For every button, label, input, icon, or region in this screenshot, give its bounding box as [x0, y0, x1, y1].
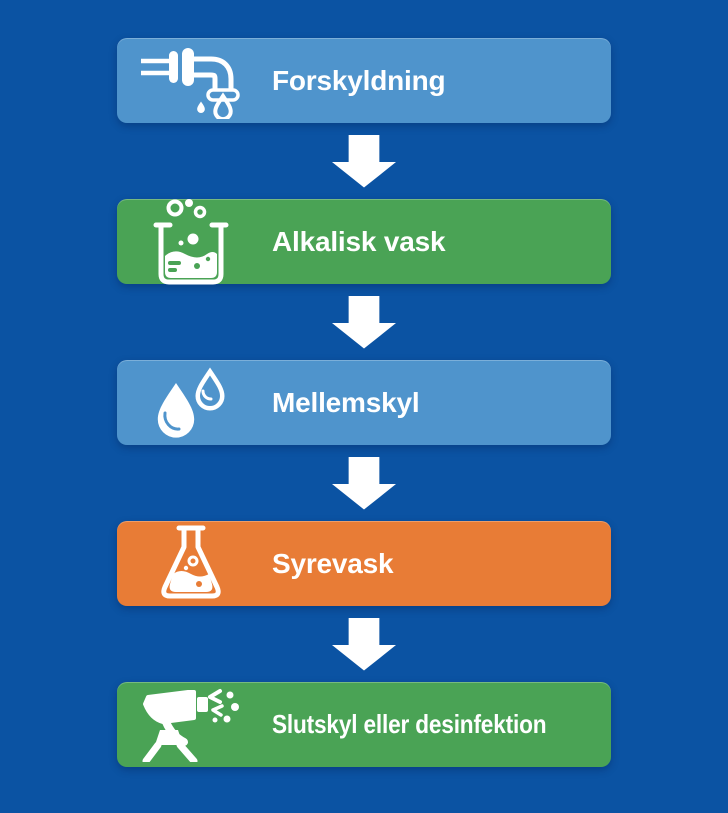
erlenmeyer-flask-icon: [129, 521, 253, 606]
arrow-row: [117, 606, 611, 682]
step-forskyldning: Forskyldning: [117, 38, 611, 123]
beaker-icon: [129, 198, 253, 284]
step-label: Syrevask: [272, 547, 394, 579]
faucet-icon: [129, 38, 253, 123]
down-arrow-icon: [332, 456, 396, 510]
spray-bottle-icon: [129, 682, 253, 767]
step-label: Alkalisk vask: [272, 225, 446, 257]
step-label: Forskyldning: [272, 64, 446, 96]
down-arrow-icon: [332, 617, 396, 671]
arrow-row: [117, 445, 611, 521]
step-slutskyl-eller-desinfektion: Slutskyl eller desinfektion: [117, 682, 611, 767]
step-label: Mellemskyl: [272, 386, 420, 418]
step-mellemskyl: Mellemskyl: [117, 360, 611, 445]
down-arrow-icon: [332, 295, 396, 349]
step-syrevask: Syrevask: [117, 521, 611, 606]
water-drops-icon: [129, 360, 253, 445]
step-label: Slutskyl eller desinfektion: [272, 709, 547, 739]
step-alkalisk-vask: Alkalisk vask: [117, 198, 611, 284]
flow-column: Forskyldning: [117, 38, 611, 767]
arrow-row: [117, 123, 611, 199]
arrow-row: [117, 284, 611, 360]
down-arrow-icon: [332, 134, 396, 188]
